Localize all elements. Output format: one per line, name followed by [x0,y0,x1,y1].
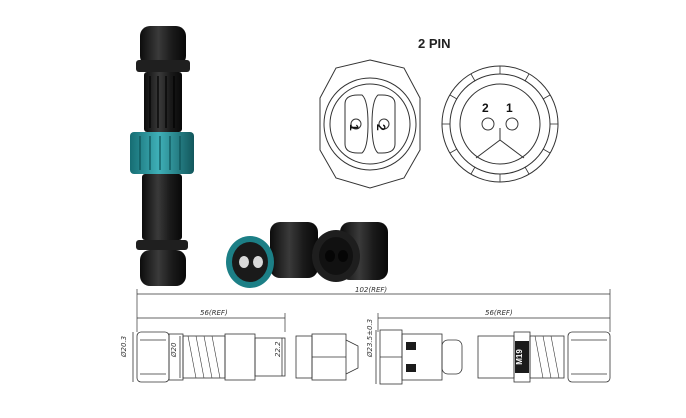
right-diameter-label: Ø23.5±0.3 [366,319,374,358]
pin-2-label-right: 2 [482,101,489,115]
pin-1-label-left: 1 [347,124,361,131]
right-half-length-label: 56(REF) [485,309,513,317]
overall-length-label: 102(REF) [355,286,387,294]
left-half-length-label: 56(REF) [200,309,228,317]
pin-2-label-left: 2 [374,124,388,131]
pin-1-label-right: 1 [506,101,513,115]
thread-label-box [515,341,529,373]
front-face-left [319,59,421,189]
dimension-lines [136,289,611,332]
polarity-key [406,342,416,350]
female-end-photo [312,222,388,282]
polarity-key [406,364,416,372]
left-side-view [132,331,359,383]
left-diameter-label: Ø20.3 [120,336,128,358]
front-face-right [441,65,559,183]
male-end-photo [226,222,318,288]
left-face-height-label: 22.2 [274,341,282,357]
page-title: 2 PIN [418,36,451,51]
assembled-connector-photo [130,26,194,286]
thread-label: M19 [515,349,524,365]
left-inner-diameter-label: Ø20 [170,342,178,358]
right-side-view [375,329,611,385]
